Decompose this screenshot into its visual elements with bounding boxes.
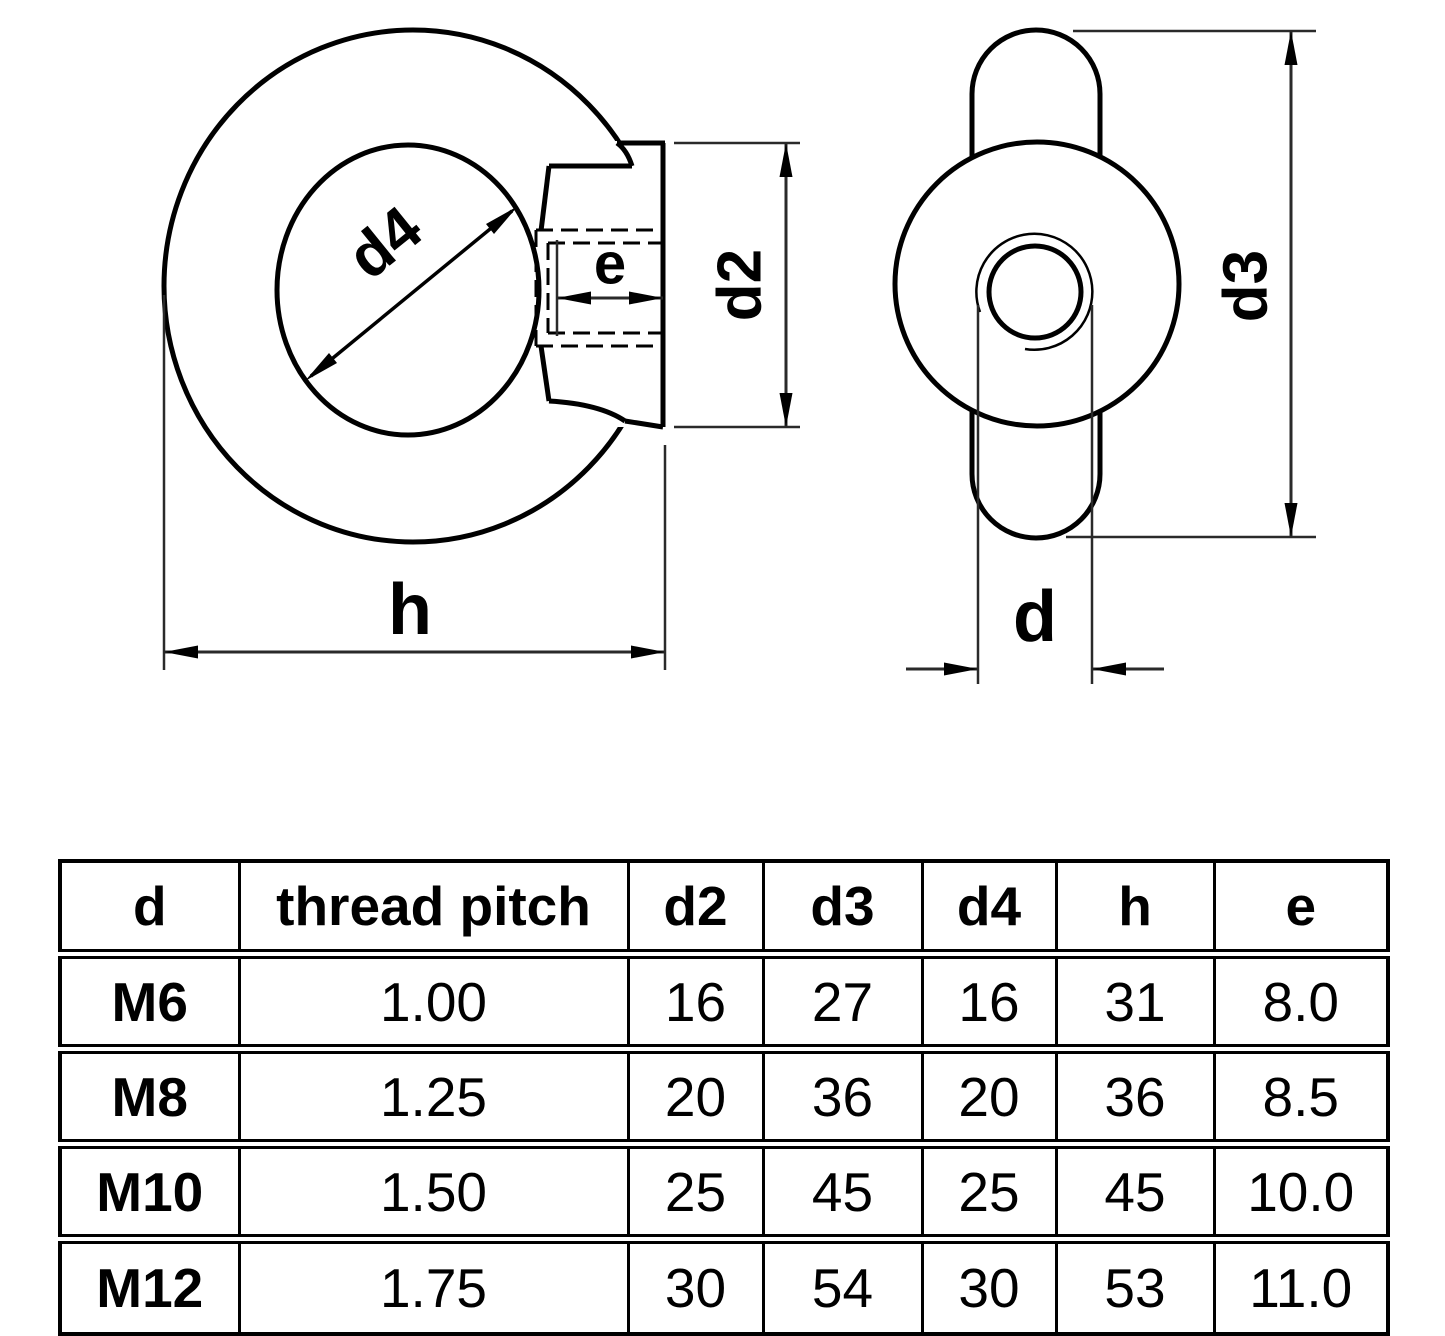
thread-hidden-lines <box>534 228 663 348</box>
h-arrowhead-left <box>164 645 198 659</box>
col-header-d2: d2 <box>626 861 765 959</box>
h-arrowhead-right <box>631 645 665 659</box>
table-cell: 1.00 <box>237 954 630 1054</box>
table-cell: 10.0 <box>1212 1144 1390 1244</box>
d2-arrowhead-top <box>779 143 793 177</box>
boss-bottom-outer-edge <box>624 418 664 430</box>
thread-major-arc <box>975 232 1094 351</box>
table-cell: 8.0 <box>1212 954 1390 1054</box>
dimension-e: e <box>555 232 663 336</box>
d4-dimension-line <box>309 209 514 378</box>
table-cell: 36 <box>1054 1049 1216 1149</box>
table-cell: M8 <box>58 1049 241 1149</box>
table-cell: 54 <box>761 1239 924 1334</box>
threaded-hole <box>986 243 1084 341</box>
table-cell: 27 <box>761 954 924 1054</box>
boss-top-fillet <box>615 140 635 167</box>
table-row-m10: M10 1.50 25 45 25 45 10.0 <box>58 1144 1390 1244</box>
table-cell: 53 <box>1054 1239 1216 1334</box>
d4-arrowhead-lower <box>305 353 337 381</box>
boss-body <box>551 141 663 427</box>
col-header-d4: d4 <box>920 861 1058 959</box>
table-row-m8: M8 1.25 20 36 20 36 8.5 <box>58 1049 1390 1149</box>
table-cell: 20 <box>920 1049 1058 1149</box>
table-cell: 11.0 <box>1212 1239 1390 1334</box>
d-label: d <box>1013 577 1057 657</box>
table-cell: 8.5 <box>1212 1049 1390 1149</box>
table-cell: 25 <box>920 1144 1058 1244</box>
col-header-h: h <box>1054 861 1216 959</box>
dimension-h: h <box>162 295 667 670</box>
d3-arrowhead-top <box>1284 31 1298 65</box>
d2-arrowhead-bottom <box>779 393 793 427</box>
table-cell: 1.50 <box>237 1144 630 1244</box>
table-cell: 30 <box>626 1239 765 1334</box>
col-header-e: e <box>1212 861 1390 959</box>
table-cell: 16 <box>920 954 1058 1054</box>
table-cell: 30 <box>920 1239 1058 1334</box>
col-header-d: d <box>58 861 241 959</box>
boss-small-end-bottom <box>538 345 552 402</box>
boss-small-end-top <box>538 165 552 232</box>
boss-outline <box>538 140 666 430</box>
table-cell: 45 <box>761 1144 924 1244</box>
table-cell: M12 <box>58 1239 241 1334</box>
e-arrowhead-left <box>557 291 591 305</box>
table-cell: 1.75 <box>237 1239 630 1334</box>
e-label: e <box>594 232 626 297</box>
h-label: h <box>388 570 432 650</box>
table-cell: 31 <box>1054 954 1216 1054</box>
table-cell: 25 <box>626 1144 765 1244</box>
col-header-d3: d3 <box>761 861 924 959</box>
d2-label: d2 <box>706 249 775 321</box>
d-arrowhead-left <box>944 662 978 676</box>
table-cell: 36 <box>761 1049 924 1149</box>
front-view: e d4 d2 h <box>161 27 800 670</box>
boss-bottom-inner-edge <box>548 398 627 424</box>
spec-table: d thread pitch d2 d3 d4 h e M6 1.00 16 2… <box>58 859 1390 1336</box>
table-cell: M6 <box>58 954 241 1054</box>
table-cell: 20 <box>626 1049 765 1149</box>
col-header-thread-pitch: thread pitch <box>237 861 630 959</box>
ring-inner-hole <box>274 142 542 438</box>
d3-arrowhead-bottom <box>1284 503 1298 537</box>
table-row-m6: M6 1.00 16 27 16 31 8.0 <box>58 954 1390 1054</box>
dimension-d2: d2 <box>674 141 800 429</box>
table-header-row: d thread pitch d2 d3 d4 h e <box>58 861 1390 959</box>
table-cell: 1.25 <box>237 1049 630 1149</box>
table-cell: M10 <box>58 1144 241 1244</box>
d3-label: d3 <box>1212 250 1281 322</box>
dimension-d3: d3 <box>1066 29 1316 539</box>
dimension-d: d <box>906 305 1164 684</box>
e-arrowhead-right <box>629 291 663 305</box>
table-cell: 16 <box>626 954 765 1054</box>
table-row-m12: M12 1.75 30 54 30 53 11.0 <box>58 1239 1390 1334</box>
side-view: d d3 <box>892 27 1316 684</box>
table-cell: 45 <box>1054 1144 1216 1244</box>
d-arrowhead-right <box>1092 662 1126 676</box>
d4-arrowhead-upper <box>486 206 518 234</box>
